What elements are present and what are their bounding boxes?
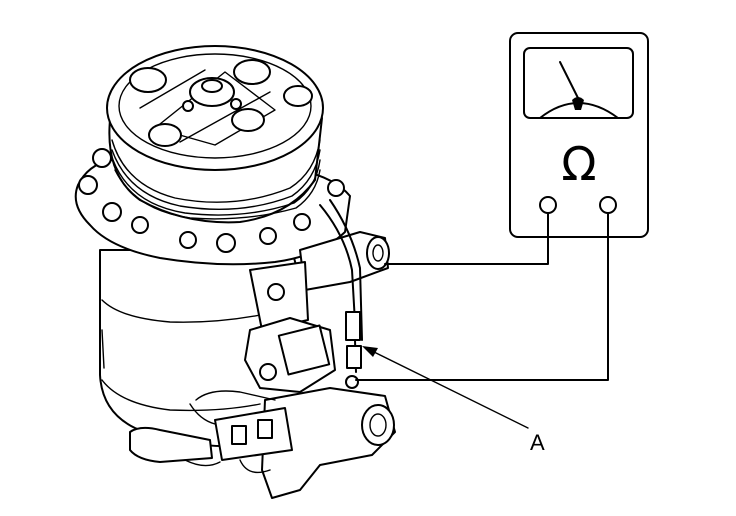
meter-terminal-right <box>599 196 617 214</box>
test-lead-right <box>355 212 609 381</box>
test-lead-left <box>384 212 549 265</box>
thermal-protector <box>277 324 331 376</box>
callout-label-A: A <box>530 430 545 455</box>
test-leads <box>355 212 609 381</box>
callout-leader <box>369 349 529 429</box>
meter-dial-window <box>523 47 634 119</box>
ac-compressor <box>74 45 396 499</box>
ohm-symbol: Ω <box>561 137 596 191</box>
thermal-protector-lead <box>319 199 363 389</box>
meter-needle <box>559 61 579 99</box>
callout-A: A <box>362 346 545 455</box>
ohmmeter: Ω <box>509 32 649 238</box>
meter-terminal-left <box>539 196 557 214</box>
rear-head <box>261 387 396 499</box>
housing-bolts <box>78 148 345 253</box>
terminal-A <box>346 345 362 369</box>
